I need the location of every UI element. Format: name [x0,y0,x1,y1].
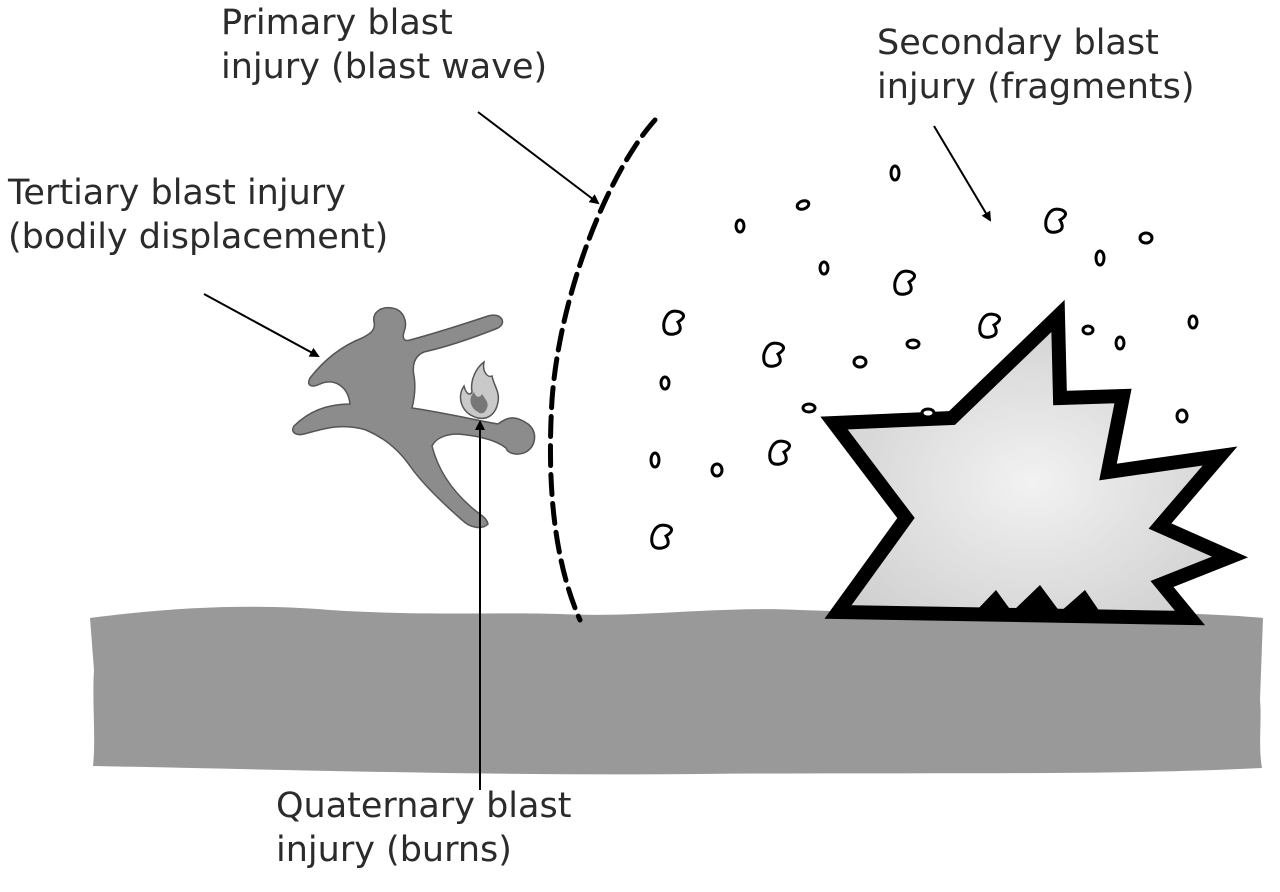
secondary-blast-label-line2: injury (fragments) [877,67,1195,107]
secondary-pointer [933,125,992,222]
secondary-blast-label-line1: Secondary blast [877,23,1159,63]
falling-person-icon [292,306,536,529]
fragment-icon [1044,207,1067,234]
fragment-icon [662,309,685,336]
blast-wave [547,117,658,623]
quaternary-blast-label-line2: injury (burns) [276,830,512,870]
tertiary-pointer [203,293,320,357]
explosion-icon [820,299,1249,626]
quaternary-blast-label: Quaternary blast injury (burns) [276,784,571,872]
secondary-blast-label: Secondary blast injury (fragments) [877,21,1195,109]
primary-pointer [477,111,600,205]
primary-blast-label: Primary blast injury (blast wave) [221,1,547,89]
fragment-icon [650,523,673,550]
primary-blast-label-line1: Primary blast [221,3,453,43]
fragment-icon [768,439,791,466]
fragment-icon [762,341,785,368]
quaternary-blast-label-line1: Quaternary blast [276,786,572,826]
tertiary-blast-label: Tertiary blast injury (bodily displaceme… [8,171,388,259]
tertiary-blast-label-line1: Tertiary blast injury [8,173,346,213]
primary-blast-label-line2: injury (blast wave) [221,47,548,87]
ground [90,606,1263,775]
fragment-icon [978,312,1001,339]
flame-icon [459,360,500,420]
fragment-icon [893,269,916,296]
tertiary-blast-label-line2: (bodily displacement) [8,217,389,257]
fragments [649,164,1199,550]
